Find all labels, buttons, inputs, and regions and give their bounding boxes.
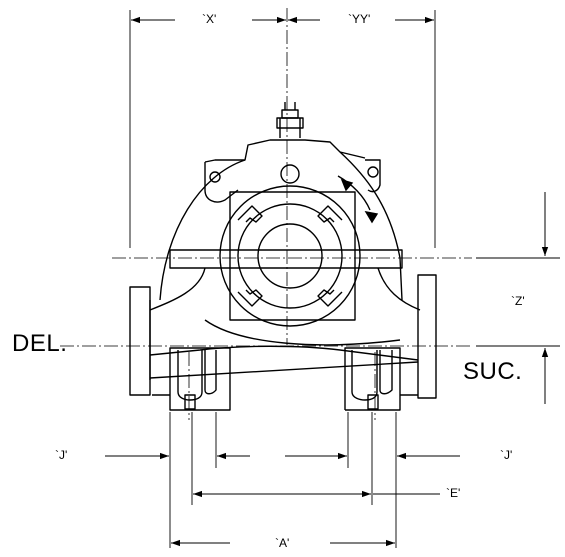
center-lines — [60, 8, 472, 420]
dimension-label-a: `A' — [275, 536, 290, 550]
dimension-label-x: `X' — [202, 12, 217, 26]
delivery-label: DEL. — [12, 330, 68, 357]
pump-body — [129, 102, 437, 411]
dimension-label-yy: `YY' — [348, 12, 371, 26]
dimension-label-j-right: `J' — [500, 448, 513, 462]
extension-lines — [129, 10, 436, 548]
rotation-arrow-icon — [337, 175, 379, 224]
dimension-label-z: `Z' — [511, 294, 525, 308]
dimension-label-e: `E' — [446, 486, 461, 500]
dimension-label-j-left: `J' — [55, 448, 68, 462]
suction-label: SUC. — [463, 358, 523, 385]
dimension-lines — [105, 16, 560, 547]
